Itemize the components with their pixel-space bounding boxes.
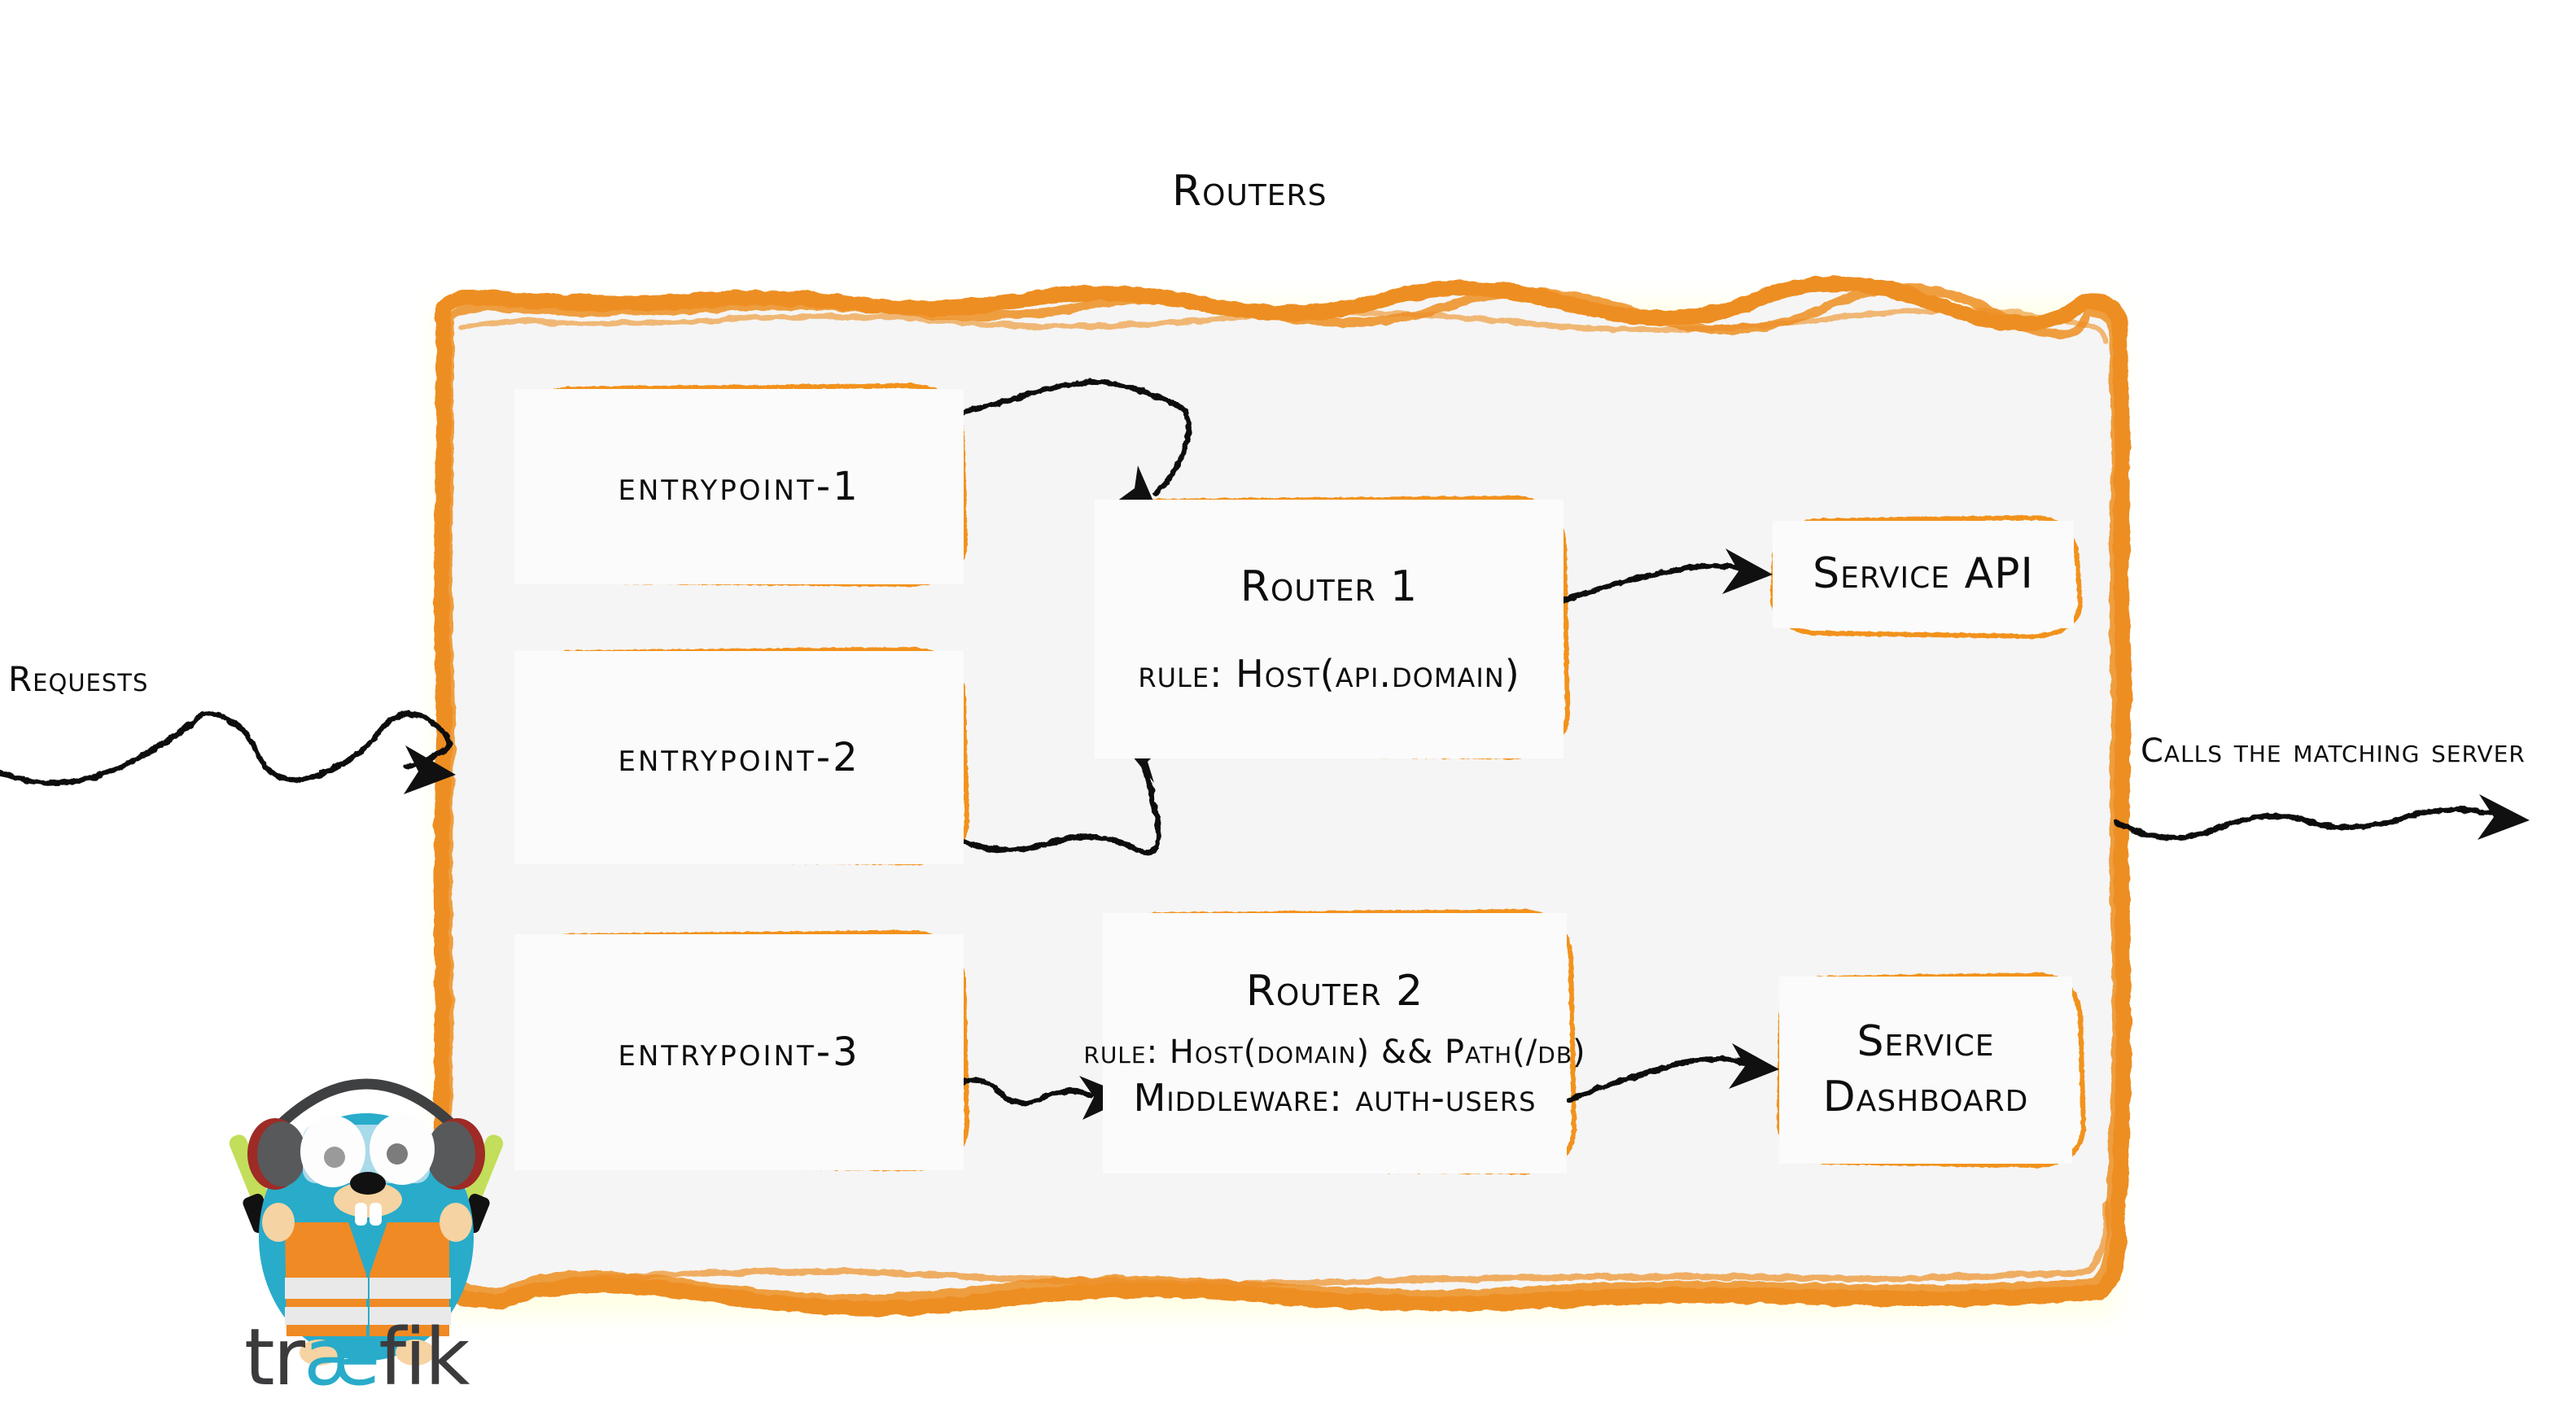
- arrow-requests: [0, 710, 452, 786]
- safety-vest: [285, 1222, 451, 1336]
- wordmark-ae-ligature: æ: [304, 1312, 380, 1403]
- headphone-cup-right: [426, 1121, 475, 1187]
- service-dashboard-label-line2: Dashboard: [1822, 1073, 2029, 1121]
- arrowhead-router1-serviceapi: [1722, 548, 1773, 594]
- arrow-ep2-router1: [946, 757, 1161, 855]
- requests-label: Requests: [8, 659, 149, 699]
- router-2-rule: rule: Host(domain) && Path(/db): [1083, 1033, 1586, 1071]
- arrowhead-calls-server: [2478, 794, 2530, 840]
- arrowhead-router2-dashboard: [1729, 1043, 1779, 1089]
- entrypoint-2-label: entrypoint-2: [618, 735, 860, 780]
- service-dashboard-box[interactable]: Service Dashboard: [1779, 977, 2072, 1164]
- service-api-box[interactable]: Service API: [1773, 521, 2074, 628]
- gopher-tooth-right: [370, 1203, 382, 1226]
- entrypoint-3-box[interactable]: entrypoint-3: [514, 934, 964, 1170]
- service-api-label: Service API: [1813, 549, 2034, 599]
- router-1-box[interactable]: Router 1 rule: Host(api.domain): [1095, 500, 1564, 758]
- gopher-nose: [350, 1172, 386, 1195]
- gopher-pupil-left: [324, 1147, 345, 1168]
- arrow-ep3-router2: [952, 1077, 1094, 1106]
- service-dashboard-label-line1: Service: [1857, 1017, 1995, 1067]
- gopher-tooth-left: [355, 1203, 367, 1226]
- gopher-foot-left: [300, 1340, 339, 1366]
- router-1-name: Router 1: [1240, 562, 1419, 611]
- router-2-box[interactable]: Router 2 rule: Host(domain) && Path(/db)…: [1083, 913, 1585, 1173]
- entrypoint-2-box[interactable]: entrypoint-2: [514, 651, 964, 864]
- headphone-cup-left: [257, 1121, 306, 1187]
- gopher-snout: [334, 1182, 402, 1217]
- headphone-band: [269, 1078, 463, 1135]
- traefik-gopher-mascot: [229, 1078, 504, 1366]
- router-2-name: Router 2: [1245, 967, 1424, 1016]
- router-2-middleware: Middleware: auth-users: [1133, 1075, 1537, 1120]
- gopher-pupil-right: [387, 1143, 408, 1165]
- wordmark-prefix: tr: [244, 1312, 305, 1403]
- arrow-ep1-router1: [954, 378, 1192, 496]
- gopher-hand-left: [262, 1203, 295, 1242]
- gopher-hand-right: [440, 1203, 472, 1242]
- entrypoint-3-label: entrypoint-3: [618, 1029, 860, 1075]
- router-1-rule: rule: Host(api.domain): [1138, 652, 1520, 697]
- arrowhead-requests: [404, 745, 456, 794]
- arrow-router2-dashboard: [1564, 1056, 1755, 1104]
- entrypoint-1-box[interactable]: entrypoint-1: [514, 389, 964, 584]
- page-title: Routers: [1172, 167, 1327, 216]
- arrow-calls-server: [2113, 806, 2502, 841]
- entrypoint-1-label: entrypoint-1: [618, 464, 860, 509]
- wordmark-suffix: fik: [378, 1312, 470, 1403]
- arrow-router1-serviceapi-path: [1558, 562, 1750, 604]
- gopher-foot-right: [396, 1340, 435, 1366]
- calls-matching-server-label: Calls the matching server: [2141, 732, 2526, 770]
- traefik-wordmark: træfik: [244, 1318, 488, 1408]
